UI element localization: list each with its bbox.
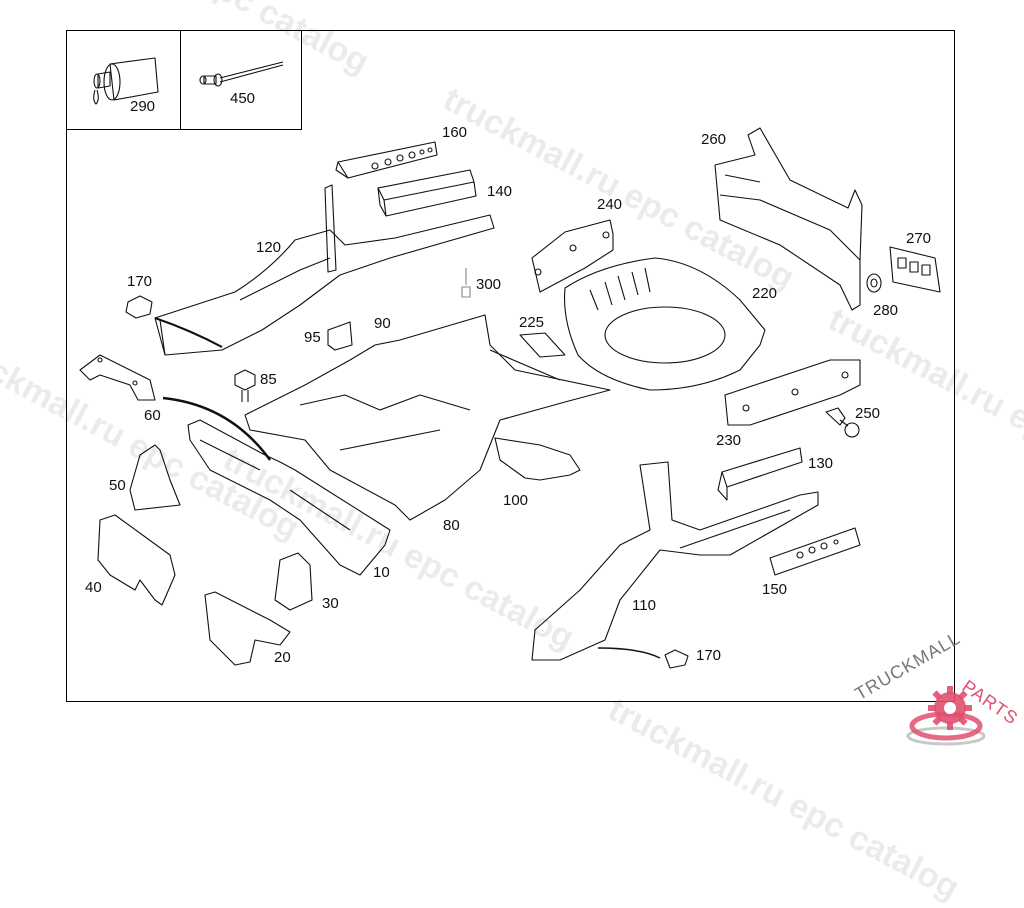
- part-240-plate[interactable]: [531, 219, 614, 293]
- callout-220[interactable]: 220: [752, 285, 778, 302]
- callout-150[interactable]: 150: [762, 581, 788, 598]
- callout-160[interactable]: 160: [442, 124, 468, 141]
- part-250-clip[interactable]: [825, 407, 860, 438]
- part-220-wheel-well[interactable]: [564, 257, 766, 391]
- part-160[interactable]: [335, 141, 438, 179]
- callout-170[interactable]: 170: [696, 647, 722, 664]
- callout-40[interactable]: 40: [85, 579, 102, 596]
- part-290-sealant-tube[interactable]: [93, 57, 159, 105]
- callout-270[interactable]: 270: [906, 230, 932, 247]
- part-110-rail[interactable]: [531, 461, 819, 661]
- part-170-clip[interactable]: [664, 649, 689, 669]
- callout-120[interactable]: 120: [256, 239, 282, 256]
- part-40[interactable]: [97, 514, 176, 606]
- callout-30[interactable]: 30: [322, 595, 339, 612]
- parts-drawing: [79, 57, 941, 669]
- leader-line: [597, 647, 661, 659]
- callout-280[interactable]: 280: [873, 302, 899, 319]
- part-10-crossmember[interactable]: [187, 419, 391, 576]
- part-60[interactable]: [79, 354, 156, 401]
- callout-130[interactable]: 130: [808, 455, 834, 472]
- part-170-clip[interactable]: [125, 295, 153, 319]
- leader-line: [154, 317, 223, 348]
- gear-logo-icon: [906, 686, 986, 746]
- leader-line: [162, 396, 272, 461]
- part-85-bolt[interactable]: [234, 369, 256, 402]
- callout-110[interactable]: 110: [632, 597, 656, 614]
- inset-divider: [180, 30, 181, 130]
- callout-450[interactable]: 450: [230, 90, 256, 107]
- callout-170[interactable]: 170: [127, 273, 153, 290]
- part-95[interactable]: [327, 321, 353, 351]
- part-30[interactable]: [274, 552, 313, 611]
- part-130[interactable]: [717, 447, 803, 501]
- callout-10[interactable]: 10: [373, 564, 390, 581]
- part-20[interactable]: [204, 591, 291, 666]
- part-140[interactable]: [377, 169, 477, 217]
- part-280-nut[interactable]: [866, 273, 882, 293]
- callout-100[interactable]: 100: [503, 492, 529, 509]
- part-100[interactable]: [494, 437, 581, 481]
- callout-90[interactable]: 90: [374, 315, 391, 332]
- callout-290[interactable]: 290: [130, 98, 156, 115]
- callout-250[interactable]: 250: [855, 405, 881, 422]
- callout-260[interactable]: 260: [701, 131, 727, 148]
- callout-50[interactable]: 50: [109, 477, 126, 494]
- part-90-floor-pan[interactable]: [244, 314, 611, 521]
- callout-95[interactable]: 95: [304, 329, 321, 346]
- part-230-plate[interactable]: [724, 359, 861, 426]
- callout-80[interactable]: 80: [443, 517, 460, 534]
- part-450-rivet[interactable]: [199, 61, 284, 87]
- inset-box: [66, 30, 302, 130]
- part-225-strip[interactable]: [519, 332, 566, 358]
- part-150[interactable]: [769, 527, 861, 576]
- diagram-frame: [66, 30, 955, 702]
- callout-140[interactable]: 140: [487, 183, 513, 200]
- callout-60[interactable]: 60: [144, 407, 161, 424]
- callout-85[interactable]: 85: [260, 371, 277, 388]
- part-120-rail[interactable]: [154, 184, 495, 356]
- callout-20[interactable]: 20: [274, 649, 291, 666]
- truckmallparts-logo: TRUCKMALL PARTS: [852, 628, 1024, 750]
- part-50[interactable]: [129, 444, 181, 511]
- callout-300[interactable]: 300: [476, 276, 502, 293]
- callout-230[interactable]: 230: [716, 432, 742, 449]
- part-270[interactable]: [889, 246, 941, 293]
- callout-225[interactable]: 225: [519, 314, 545, 331]
- part-300[interactable]: [461, 268, 471, 298]
- part-260-rear-panel[interactable]: [714, 127, 863, 311]
- callout-240[interactable]: 240: [597, 196, 623, 213]
